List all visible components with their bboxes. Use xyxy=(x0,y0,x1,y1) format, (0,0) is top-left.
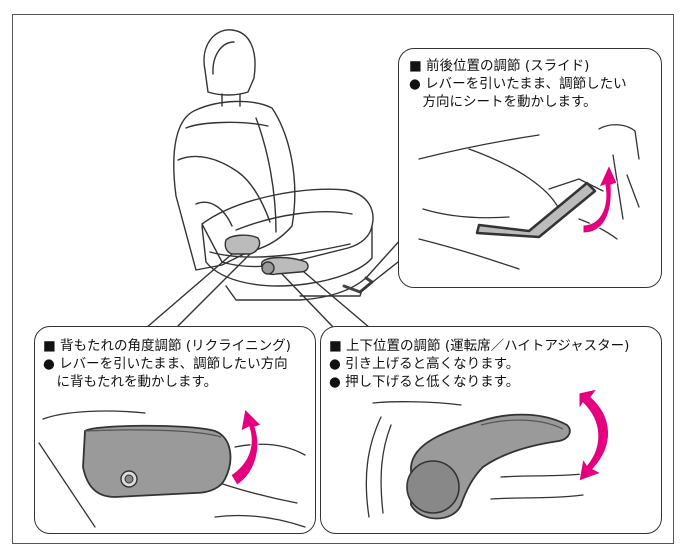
leader-height-2 xyxy=(303,271,371,329)
recline-text: ■ 背もたれの角度調節 (リクライニング) ● レバーを引いたまま、調節したい方… xyxy=(43,337,291,391)
backrest xyxy=(173,100,296,271)
recline-line2: に背もたれを動かします。 xyxy=(43,374,218,390)
slide-title: ■ 前後位置の調節 (スライド) xyxy=(409,58,590,74)
slide-illustration xyxy=(418,124,640,270)
callout-height: ■ 上下位置の調節 (運転席／ハイトアジャスター) ● 引き上げると高くなります… xyxy=(320,326,662,534)
slide-text: ■ 前後位置の調節 (スライド) ● レバーを引いたまま、調節したい 方向にシー… xyxy=(409,57,627,111)
recline-lever-small xyxy=(224,234,261,255)
recline-arrow xyxy=(230,407,262,486)
callout-recline: ■ 背もたれの角度調節 (リクライニング) ● レバーを引いたまま、調節したい方… xyxy=(34,326,316,534)
callout-slide: ■ 前後位置の調節 (スライド) ● レバーを引いたまま、調節したい 方向にシー… xyxy=(398,48,662,288)
leader-recline-1 xyxy=(145,253,233,329)
headrest xyxy=(203,29,256,96)
leader-height-1 xyxy=(281,273,335,329)
height-text: ■ 上下位置の調節 (運転席／ハイトアジャスター) ● 引き上げると高くなります… xyxy=(329,337,629,391)
recline-line1: ● レバーを引いたまま、調節したい方向 xyxy=(43,356,288,372)
recline-lever xyxy=(82,424,232,498)
slide-line1: ● レバーを引いたまま、調節したい xyxy=(409,76,627,92)
slide-line2: 方向にシートを動かします。 xyxy=(409,94,597,110)
height-illustration xyxy=(365,388,609,520)
leader-recline-2 xyxy=(175,253,251,329)
height-line2: ● 押し下げると低くなります。 xyxy=(329,374,520,390)
height-arrow xyxy=(578,388,609,482)
height-line1: ● 引き上げると高くなります。 xyxy=(329,356,520,372)
height-title: ■ 上下位置の調節 (運転席／ハイトアジャスター) xyxy=(329,338,630,354)
leader-slide xyxy=(359,237,403,293)
slide-arrow xyxy=(582,163,618,234)
seat-side xyxy=(201,225,373,287)
recline-title: ■ 背もたれの角度調節 (リクライニング) xyxy=(43,338,291,354)
recline-illustration xyxy=(38,407,306,528)
slide-bar xyxy=(475,181,597,239)
